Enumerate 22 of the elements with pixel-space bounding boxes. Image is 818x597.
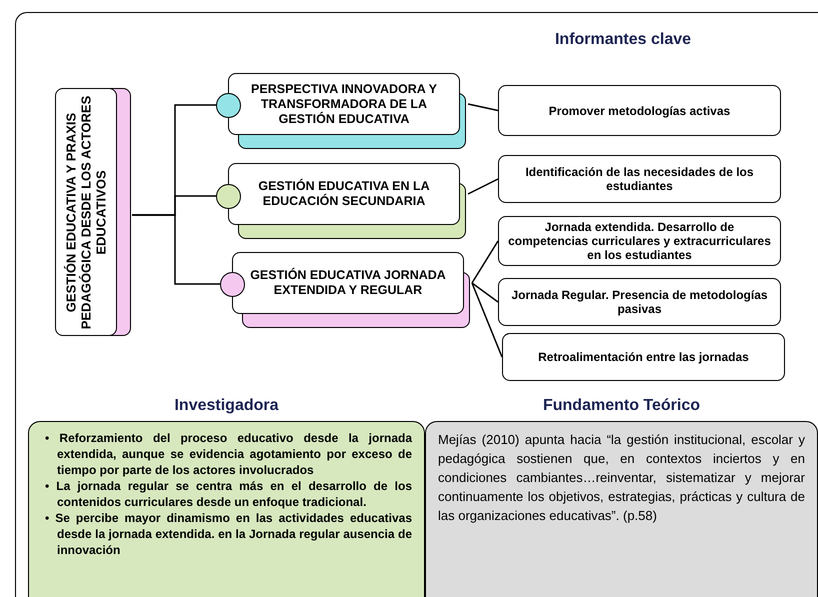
idea-box: Promover metodologías activas bbox=[498, 85, 781, 136]
quote-paragraph: Mejías (2010) apunta hacia “la gestión institucional, escolar y pedagógica sostienen que, en contextos inciertos y en condiciones cambiantes…reinventar, sistematizar y mejorar continuamente los objetivos, estrategias, prácticas y cultura de las organizaciones educativas”. (p.58) bbox=[438, 431, 805, 525]
topic-text: GESTIÓN EDUCATIVA Y PRAXIS PEDAGÓGICA DESDE LOS ACTORES EDUCATIVOS bbox=[64, 94, 108, 330]
idea-box: Retroalimentación entre las jornadas bbox=[502, 333, 785, 381]
connector-line bbox=[471, 282, 503, 358]
section-heading: Fundamento Teórico bbox=[542, 396, 700, 416]
connector-line bbox=[468, 178, 498, 195]
bullet-text: • Se percibe mayor dinamismo en las actividades educativas desde la jornada extendida. en la Jornada regular ausencia de innovación bbox=[45, 510, 412, 558]
section-heading: Investigadora bbox=[174, 396, 279, 416]
idea-box: Jornada extendida. Desarrollo de competencias curriculares y extracurriculares en los estudiantes bbox=[498, 216, 781, 266]
connector-line bbox=[132, 214, 220, 285]
bullet-text: • La jornada regular se centra más en el desarrollo de los contenidos curriculares desde un enfoque tradicional. bbox=[45, 478, 412, 510]
idea-box: Identificación de las necesidades de los estudiantes bbox=[498, 155, 781, 203]
connector-line bbox=[471, 240, 499, 284]
connector-line bbox=[468, 103, 498, 112]
bullet-text: • Reforzamiento del proceso educativo desde la jornada extendida, aunque se evidencia agotamiento por exceso de tiempo por parte de los actores involucrados bbox=[45, 430, 412, 478]
topic-box: GESTIÓN EDUCATIVA EN LA EDUCACIÓN SECUNDARIA bbox=[228, 163, 460, 225]
connector-line bbox=[472, 282, 498, 303]
idea-box: Jornada Regular. Presencia de metodologías pasivas bbox=[498, 278, 781, 326]
topic-box: PERSPECTIVA INNOVADORA Y TRANSFORMADORA DE LA GESTIÓN EDUCATIVA bbox=[228, 73, 460, 135]
topic-box: GESTIÓN EDUCATIVA JORNADA EXTENDIDA Y REGULAR bbox=[232, 252, 464, 314]
section-heading: Informantes clave bbox=[554, 30, 692, 50]
